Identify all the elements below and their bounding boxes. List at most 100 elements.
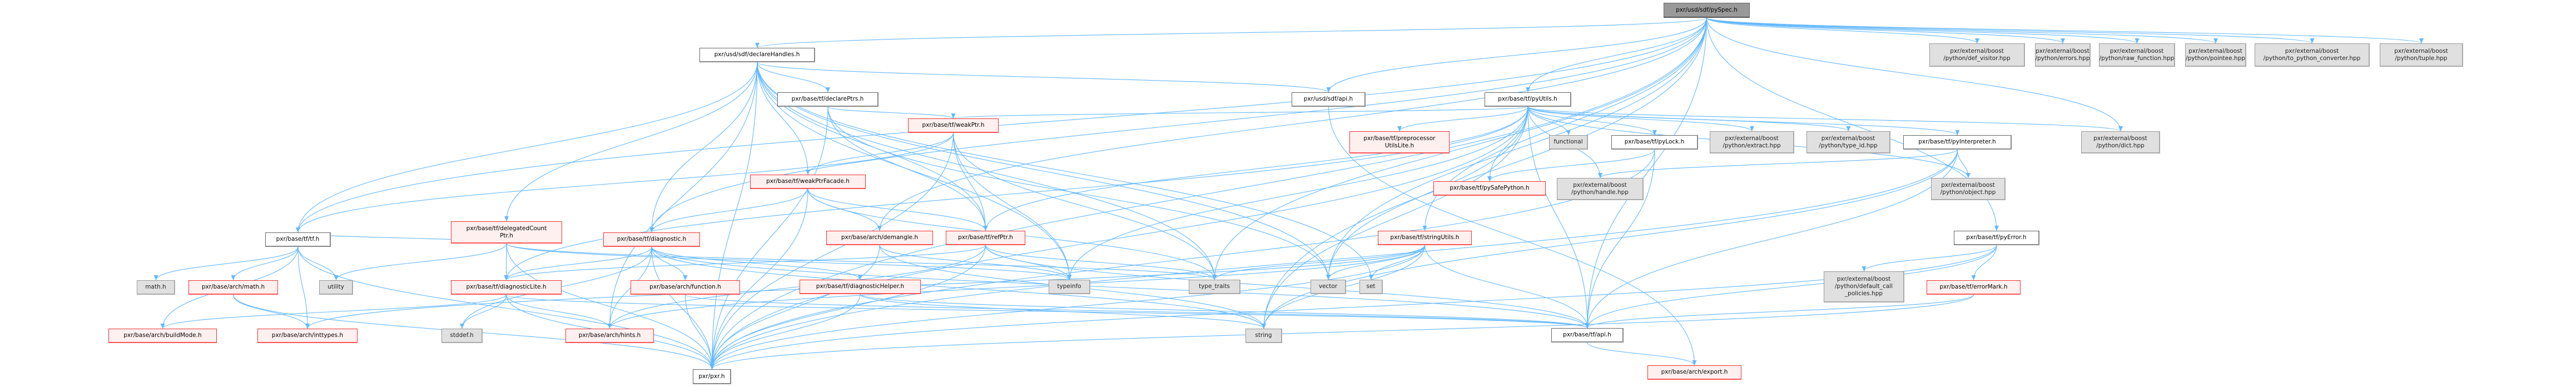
graph-node-pyUtils[interactable]: pxr/base/tf/pyUtils.h xyxy=(1485,92,1571,107)
graph-node-errors[interactable]: pxr/external/boost /python/errors.hpp xyxy=(2035,43,2091,67)
edge-weakPtr-to-weakPtrFacade xyxy=(807,132,954,175)
edge-pyInterpreter-to-pxr xyxy=(711,149,1958,370)
edge-pySpec-to-vector xyxy=(1328,17,1708,280)
graph-node-tuple[interactable]: pxr/external/boost /python/tuple.hpp xyxy=(2380,43,2463,67)
edge-pyLock-to-tfApi xyxy=(1587,149,1655,329)
graph-node-set[interactable]: set xyxy=(1359,280,1383,294)
graph-node-buildMode[interactable]: pxr/base/arch/buildMode.h xyxy=(108,329,217,343)
graph-node-dict[interactable]: pxr/external/boost /python/dict.hpp xyxy=(2081,131,2160,153)
graph-node-raw_function[interactable]: pxr/external/boost /python/raw_function.… xyxy=(2099,43,2175,67)
graph-node-diagnostic[interactable]: pxr/base/tf/diagnostic.h xyxy=(603,232,700,247)
edge-stringUtils-to-vector xyxy=(1328,245,1426,280)
graph-node-pyError[interactable]: pxr/base/tf/pyError.h xyxy=(1954,231,2039,245)
graph-node-typeinfo[interactable]: typeinfo xyxy=(1049,280,1090,294)
edge-pyLock-to-pySafePython xyxy=(1489,149,1655,182)
graph-node-sdfApi[interactable]: pxr/usd/sdf/api.h xyxy=(1292,92,1366,107)
graph-node-weakPtrFacade[interactable]: pxr/base/tf/weakPtrFacade.h xyxy=(750,175,866,189)
arrowhead-icon xyxy=(2118,126,2123,131)
arrowhead-icon xyxy=(1369,275,1373,280)
edge-function-to-tfApi xyxy=(684,294,1588,329)
edge-tf-to-mathh xyxy=(155,246,299,281)
edge-pySpec-to-def_visitor xyxy=(1706,17,1978,44)
graph-node-handle[interactable]: pxr/external/boost /python/handle.hpp xyxy=(1557,178,1644,200)
edge-pyError-to-pxr xyxy=(711,245,1997,370)
graph-node-hints[interactable]: pxr/base/arch/hints.h xyxy=(565,329,654,343)
edge-stringUtils-to-pxr xyxy=(711,245,1426,370)
graph-node-stddef[interactable]: stddef.h xyxy=(441,329,483,343)
graph-node-diagnosticHelper[interactable]: pxr/base/tf/diagnosticHelper.h xyxy=(800,280,921,294)
graph-node-diagnosticLite[interactable]: pxr/base/tf/diagnosticLite.h xyxy=(451,280,562,295)
edge-pyUtils-to-pyInterpreter xyxy=(1527,106,1958,136)
edge-pySpec-to-diagnostic xyxy=(651,17,1708,233)
edge-pyUtils-to-vector xyxy=(1328,106,1528,280)
edge-refPtr-to-tfApi xyxy=(985,245,1588,329)
graph-node-pySpec[interactable]: pxr/usd/sdf/pySpec.h xyxy=(1664,3,1750,18)
edge-diagnosticLite-to-buildMode xyxy=(162,294,507,329)
graph-node-default_call_policies[interactable]: pxr/external/boost /python/default_call … xyxy=(1824,271,1904,302)
edge-refPtr-to-hints xyxy=(609,245,986,329)
graph-node-type_traits[interactable]: type_traits xyxy=(1189,280,1240,294)
graph-node-pointee[interactable]: pxr/external/boost /python/pointee.hpp xyxy=(2185,43,2246,67)
edge-pySpec-to-string xyxy=(1263,17,1708,329)
graph-node-errorMark[interactable]: pxr/base/tf/errorMark.h xyxy=(1927,280,2021,295)
edge-weakPtr-to-tf xyxy=(297,132,954,233)
graph-node-mathh[interactable]: math.h xyxy=(137,280,175,295)
arrowhead-icon xyxy=(983,226,988,231)
edge-pyInterpreter-to-string xyxy=(1263,149,1958,329)
edge-declareHandles-to-delegatedCountPtr xyxy=(506,62,758,222)
edge-declarePtrs-to-pxr xyxy=(711,106,828,370)
edge-refPtr-to-diagnosticLite xyxy=(505,245,986,281)
edge-declareHandles-to-weakPtrFacade xyxy=(757,62,808,175)
arrowhead-icon xyxy=(1955,130,1960,135)
graph-node-inttypes[interactable]: pxr/base/arch/inttypes.h xyxy=(257,329,358,343)
graph-node-pxr[interactable]: pxr/pxr.h xyxy=(693,369,731,384)
arrowhead-icon xyxy=(1692,360,1697,365)
graph-node-declarePtrs[interactable]: pxr/base/tf/declarePtrs.h xyxy=(777,92,878,107)
graph-node-declareHandles[interactable]: pxr/usd/sdf/declareHandles.h xyxy=(699,48,815,62)
graph-node-weakPtr[interactable]: pxr/base/tf/weakPtr.h xyxy=(908,118,999,133)
graph-node-string[interactable]: string xyxy=(1245,329,1282,343)
edge-pySpec-to-demangle xyxy=(879,17,1708,231)
graph-node-demangle[interactable]: pxr/base/arch/demangle.h xyxy=(826,231,933,245)
arrowhead-icon xyxy=(160,324,165,329)
arrowhead-icon xyxy=(826,87,830,92)
graph-node-delegatedCountPtr[interactable]: pxr/base/tf/delegatedCount Ptr.h xyxy=(451,221,562,244)
edge-weakPtr-to-typeinfo xyxy=(952,132,1070,280)
graph-node-vector[interactable]: vector xyxy=(1311,280,1346,294)
edge-pySpec-to-raw_function xyxy=(1706,17,2138,44)
edge-archMath-to-inttypes xyxy=(232,294,308,329)
graph-node-tf[interactable]: pxr/base/tf/tf.h xyxy=(265,232,331,247)
edge-function-to-pxr xyxy=(684,294,713,370)
graph-node-pySafePython[interactable]: pxr/base/tf/pySafePython.h xyxy=(1433,181,1546,196)
edge-diagnosticHelper-to-string xyxy=(860,294,1264,329)
graph-node-tfApi[interactable]: pxr/base/tf/api.h xyxy=(1551,328,1624,343)
edge-pyUtils-to-tfApi xyxy=(1527,106,1588,329)
graph-node-object[interactable]: pxr/external/boost /python/object.hpp xyxy=(1931,178,2006,200)
edge-weakPtr-to-pxr xyxy=(711,132,954,370)
graph-node-export[interactable]: pxr/base/arch/export.h xyxy=(1647,365,1741,380)
edge-diagnosticLite-to-tfApi xyxy=(505,294,1588,329)
edge-pySpec-to-sdfApi xyxy=(1328,17,1708,93)
graph-node-pyLock[interactable]: pxr/base/tf/pyLock.h xyxy=(1611,135,1698,150)
edge-diagnostic-to-pxr xyxy=(651,246,713,370)
graph-node-archMath[interactable]: pxr/base/arch/math.h xyxy=(188,280,278,295)
graph-node-preprocessorUtilsLite[interactable]: pxr/base/tf/preprocessor UtilsLite.h xyxy=(1349,131,1450,153)
edge-delegatedCountPtr-to-type_traits xyxy=(506,243,1215,280)
edge-declarePtrs-to-weakPtr xyxy=(827,106,954,119)
graph-node-stringUtils[interactable]: pxr/base/tf/stringUtils.h xyxy=(1378,231,1472,245)
graph-node-refPtr[interactable]: pxr/base/tf/refPtr.h xyxy=(946,231,1025,245)
graph-node-pyInterpreter[interactable]: pxr/base/tf/pyInterpreter.h xyxy=(1903,135,2012,150)
graph-node-to_python_converter[interactable]: pxr/external/boost /python/to_python_con… xyxy=(2255,43,2370,67)
graph-node-function[interactable]: pxr/base/arch/function.h xyxy=(631,280,740,295)
edge-declareHandles-to-typeinfo xyxy=(757,62,1070,280)
graph-node-def_visitor[interactable]: pxr/external/boost /python/def_visitor.h… xyxy=(1929,43,2025,67)
arrowhead-icon xyxy=(2310,38,2315,43)
edge-weakPtrFacade-to-diagnostic xyxy=(651,188,808,233)
graph-node-functional[interactable]: functional xyxy=(1549,135,1588,150)
edge-demangle-to-typeinfo xyxy=(879,245,1070,280)
edge-refPtr-to-type_traits xyxy=(985,245,1215,280)
arrowhead-icon xyxy=(951,113,956,118)
graph-node-utility[interactable]: utility xyxy=(319,280,353,295)
graph-node-type_id[interactable]: pxr/external/boost /python/type_id.hpp xyxy=(1806,131,1890,153)
graph-node-extract[interactable]: pxr/external/boost /python/extract.hpp xyxy=(1710,131,1794,153)
